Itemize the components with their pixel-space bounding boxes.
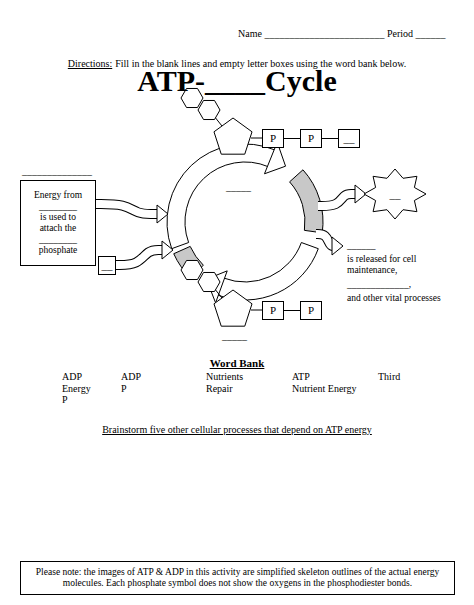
node-text: __ <box>390 188 401 201</box>
pentagon-ring <box>214 290 252 326</box>
phosphate-box: P <box>262 301 284 320</box>
arrowhead <box>162 241 173 259</box>
node-text: P <box>308 304 314 317</box>
node-text: P <box>270 304 276 317</box>
hexagon-ring <box>198 100 220 119</box>
node-text: Please note: the images of ATP & ADP in … <box>25 567 450 589</box>
word-bank-term: ADP <box>62 371 121 383</box>
arrowhead <box>157 205 168 223</box>
pentagon-ring <box>214 118 252 154</box>
word-bank-term: ADP <box>121 371 206 383</box>
phosphate-box: P <box>300 129 322 148</box>
blank-letter-box: __ <box>98 256 116 275</box>
label-group: _____ <box>226 181 251 193</box>
word-bank-term: P <box>62 394 121 406</box>
node-text: ________ <box>39 201 77 212</box>
energy-starburst: __ <box>363 168 427 220</box>
cycle-gray-band <box>290 170 323 233</box>
energy-out-arrow <box>316 234 333 246</box>
worksheet-text: is released for cell maintenance, <box>347 254 459 276</box>
bond-connector <box>284 138 300 139</box>
worksheet-text: ______________ <box>22 165 92 177</box>
bond-line <box>251 310 262 311</box>
hexagon-ring <box>198 272 220 291</box>
worksheet-text: _____ <box>226 181 251 193</box>
energy-out-arrow <box>316 234 333 246</box>
worksheet-title: ATP-____Cycle <box>0 64 474 99</box>
blank-letter-box: __ <box>338 129 360 148</box>
word-bank-term: ATP <box>292 371 378 383</box>
word-bank: ADPADPNutrientsATPThirdEnergyPRepairNutr… <box>62 371 438 406</box>
word-bank-term: Repair <box>206 383 292 395</box>
energy-text-box: Energy from________is used to attach the… <box>20 180 96 266</box>
hexagon-ring <box>181 260 203 279</box>
worksheet-text: _____________, <box>347 279 459 290</box>
phosphate-in-arrow <box>116 250 162 265</box>
arrowhead <box>332 237 343 255</box>
word-bank-term: Energy <box>62 383 121 395</box>
word-bank-term: P <box>121 383 206 395</box>
node-text: Energy from <box>34 190 82 201</box>
worksheet-text: Name ________________________ Period ___… <box>238 28 446 40</box>
starburst-shape <box>364 169 426 219</box>
word-bank-term: Third <box>378 371 438 383</box>
node-text: __ <box>102 259 113 272</box>
phosphate-box: P <box>262 129 284 148</box>
label-group: ______is released for cell maintenance, _… <box>347 240 459 304</box>
node-text: __ <box>344 132 355 145</box>
energy-out-arrow <box>318 194 355 206</box>
label-group: Name ________________________ Period ___… <box>238 28 446 40</box>
word-bank-term: Nutrient Energy <box>292 383 378 395</box>
energy-in-arrow <box>96 204 157 214</box>
node-text: phosphate <box>39 245 78 256</box>
label-group: Brainstorm five other cellular processes… <box>0 424 474 436</box>
worksheet-text: Fill in the blank lines and empty letter… <box>115 58 406 70</box>
worksheet-text: Directions: <box>68 58 112 70</box>
note-box: Please note: the images of ATP & ADP in … <box>20 561 455 595</box>
node-text: ________ <box>39 234 77 245</box>
cycle-arrow-band <box>167 144 275 249</box>
energy-out-arrow <box>318 194 355 206</box>
bond-connector <box>284 310 300 311</box>
label-group: ______________ <box>22 165 92 177</box>
bond-line <box>251 138 262 139</box>
worksheet-text: _____ <box>222 330 247 342</box>
energy-in-arrow <box>96 204 157 214</box>
phosphate-in-arrow <box>116 250 162 265</box>
bond-connector <box>322 138 338 139</box>
worksheet-text: ______ <box>347 240 459 251</box>
worksheet-text: and other vital processes <box>347 293 459 304</box>
phosphate-box: P <box>300 301 322 320</box>
node-text: P <box>270 132 276 145</box>
label-group: Directions:Fill in the blank lines and e… <box>0 58 474 70</box>
word-bank-term: Nutrients <box>206 371 292 383</box>
label-group: Word Bank <box>0 357 474 370</box>
label-group: _____ <box>222 330 247 342</box>
worksheet-text: Brainstorm five other cellular processes… <box>0 424 474 436</box>
node-text: is used to attach the <box>30 212 86 234</box>
node-text: P <box>308 132 314 145</box>
section-heading: Word Bank <box>0 357 474 370</box>
